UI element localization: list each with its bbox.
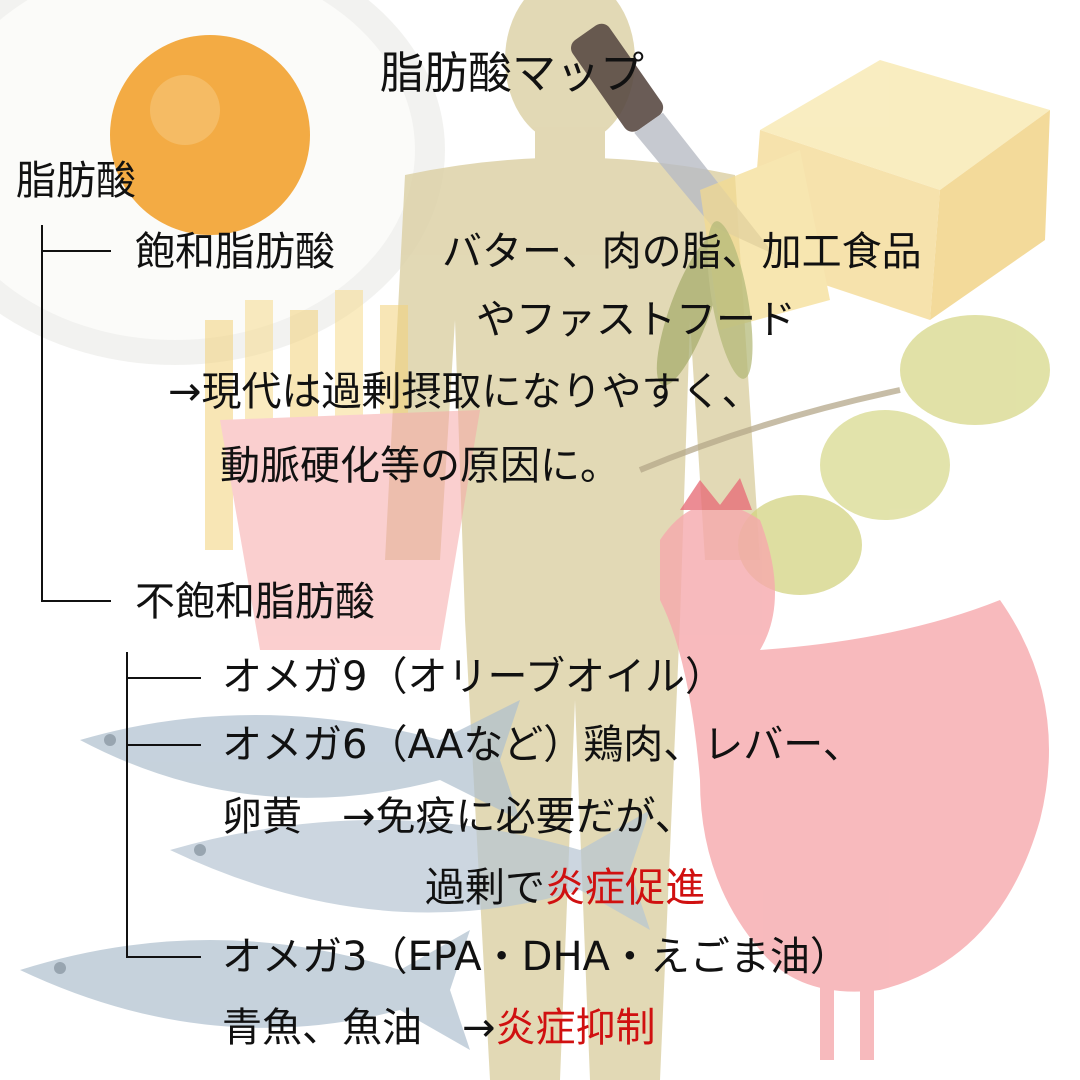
mackerel-fish-illustration (20, 700, 650, 1050)
omega6-line3-prefix: 過剰で (425, 865, 545, 911)
omega9-label: オメガ9（オリーブオイル） (222, 654, 726, 700)
saturated-note-line2: 動脈硬化等の原因に。 (220, 443, 620, 489)
tree-branch-unsaturated (41, 600, 111, 602)
tree-trunk-unsaturated (126, 652, 128, 957)
butter-illustration (700, 60, 1050, 330)
omega6-line3: 過剰で炎症促進 (425, 868, 705, 908)
saturated-note-line1: →現代は過剰摂取になりやすく、 (168, 369, 762, 415)
saturated-foods-line1: バター、肉の脂、加工食品 (442, 229, 922, 275)
map-title: 脂肪酸マップ (380, 48, 644, 99)
omega3-line2: 青魚、魚油 →炎症抑制 (222, 1008, 656, 1048)
root-node-fatty-acid: 脂肪酸 (16, 158, 136, 204)
french-fries-illustration (205, 290, 480, 650)
inflammation-suppression-highlight: 炎症抑制 (495, 1005, 656, 1051)
saturated-fatty-acid-label: 飽和脂肪酸 (135, 229, 335, 275)
inflammation-promotion-highlight: 炎症促進 (545, 865, 705, 911)
omega3-line2-prefix: 青魚、魚油 → (222, 1005, 496, 1051)
tree-branch-omega6 (126, 744, 201, 746)
egg-yolk-illustration (110, 35, 310, 235)
chicken-illustration (660, 478, 1049, 1060)
unsaturated-fatty-acid-label: 不飽和脂肪酸 (135, 579, 375, 625)
saturated-foods-line2: やファストフード (476, 297, 796, 343)
tree-branch-saturated (41, 250, 111, 252)
tree-trunk-root (41, 225, 43, 602)
omega6-line2: 卵黄 →免疫に必要だが、 (222, 794, 695, 840)
tree-branch-omega9 (126, 677, 201, 679)
omega3-label: オメガ3（EPA・DHA・えごま油） (222, 934, 850, 980)
tree-branch-omega3 (126, 956, 201, 958)
omega6-label: オメガ6（AAなど）鶏肉、レバー、 (222, 722, 863, 768)
